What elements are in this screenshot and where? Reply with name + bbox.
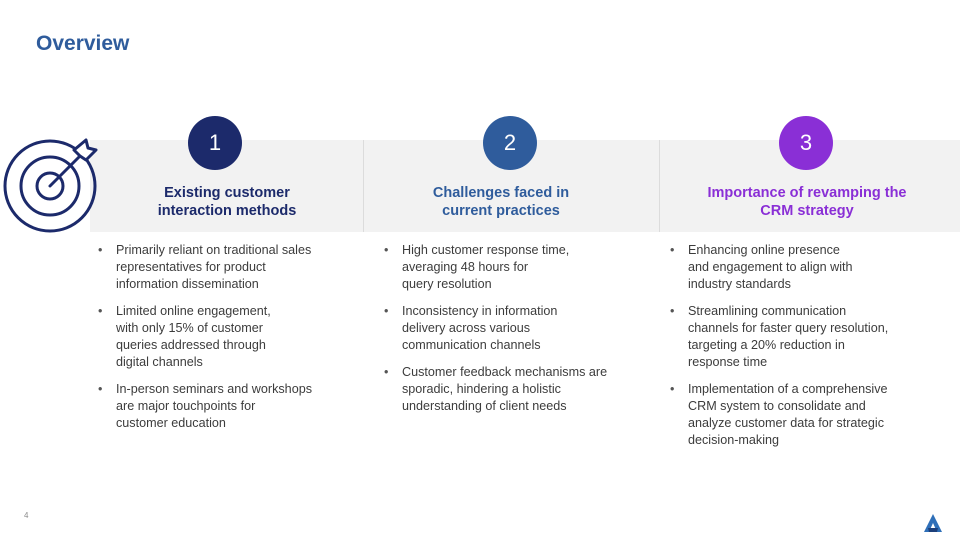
band-divider <box>363 140 364 232</box>
list-item: Inconsistency in information delivery ac… <box>378 303 648 354</box>
target-arrow-icon <box>3 138 98 233</box>
list-item: Enhancing online presence and engagement… <box>664 242 934 293</box>
page-title: Overview <box>36 32 130 55</box>
list-item: Streamlining communication channels for … <box>664 303 934 371</box>
band-divider <box>659 140 660 232</box>
step-badge-1: 1 <box>188 116 242 170</box>
list-item: Limited online engagement, with only 15%… <box>92 303 362 371</box>
list-item: Primarily reliant on traditional sales r… <box>92 242 362 293</box>
page-number: 4 <box>24 511 29 520</box>
list-item: Customer feedback mechanisms are sporadi… <box>378 364 648 415</box>
step-badge-2: 2 <box>483 116 537 170</box>
bullet-list: Primarily reliant on traditional sales r… <box>92 242 362 442</box>
list-item: Implementation of a comprehensive CRM sy… <box>664 381 934 449</box>
bullet-list: High customer response time, averaging 4… <box>378 242 648 425</box>
column-heading: Importance of revamping the CRM strategy <box>707 185 907 219</box>
company-logo-icon <box>924 514 942 532</box>
column-heading: Existing customer interaction methods <box>157 185 297 219</box>
bullet-list: Enhancing online presence and engagement… <box>664 242 934 459</box>
step-badge-3: 3 <box>779 116 833 170</box>
list-item: High customer response time, averaging 4… <box>378 242 648 293</box>
column-heading: Challenges faced in current practices <box>432 185 570 219</box>
list-item: In-person seminars and workshops are maj… <box>92 381 362 432</box>
